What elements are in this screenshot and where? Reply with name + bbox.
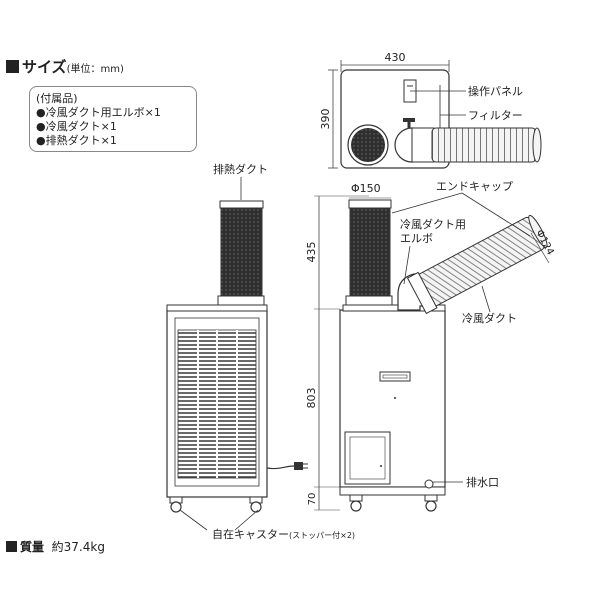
mass-label: 質量 — [20, 540, 45, 554]
accessory-item: ●排熱ダクト×1 — [36, 134, 117, 147]
caster-wheel — [350, 500, 362, 512]
body-height-label: 803 — [305, 388, 318, 409]
caster-label: 自在キャスター(ストッパー付×2) — [212, 528, 355, 541]
filter-label: フィルター — [468, 109, 523, 122]
front-view: 排熱ダクト 自在キャスター(ストッパー付×2) — [166, 162, 355, 541]
mass-value: 約37.4kg — [51, 540, 105, 554]
side-handle — [379, 371, 411, 382]
accessories-header: (付属品) — [36, 92, 78, 105]
width-dimension-label: 430 — [385, 51, 406, 64]
exhaust-diameter-label: Φ150 — [351, 182, 381, 195]
caster-wheel — [250, 501, 262, 513]
title-square-icon — [6, 60, 19, 73]
mass-line: 質量 約37.4kg — [6, 538, 105, 555]
accessory-item: ●冷風ダクト×1 — [36, 120, 117, 133]
caster-wheel — [425, 500, 437, 512]
top-view: 430 390 操作パネル フィルター — [319, 51, 542, 169]
title-text: サイズ — [22, 58, 67, 76]
end-cap-label: エンドキャップ — [436, 180, 513, 193]
exhaust-duct-side — [349, 207, 391, 297]
exhaust-duct-label: 排熱ダクト — [213, 162, 268, 176]
drain-label: 排水口 — [466, 475, 499, 489]
drain-port — [424, 479, 434, 489]
accessories-box: (付属品) ●冷風ダクト用エルボ×1 ●冷風ダクト×1 ●排熱ダクト×1 — [29, 86, 197, 152]
control-panel-label: 操作パネル — [468, 84, 523, 98]
side-view: 435 803 70 Φ150 — [305, 180, 556, 512]
mass-square-icon — [6, 541, 17, 552]
depth-dimension-label: 390 — [319, 109, 332, 130]
end-cap — [528, 214, 548, 248]
exhaust-duct-front — [220, 207, 263, 297]
title-unit: (単位：mm) — [66, 64, 124, 75]
elbow-label-line2: エルボ — [400, 232, 433, 245]
accessory-item: ●冷風ダクト用エルボ×1 — [36, 106, 161, 119]
cold-duct-top — [431, 127, 537, 163]
side-service-panel — [344, 431, 391, 485]
cold-duct-label: 冷風ダクト — [462, 311, 517, 325]
elbow-label-line1: 冷風ダクト用 — [400, 217, 466, 231]
duct-height-label: 435 — [305, 242, 318, 263]
page-title: サイズ(単位：mm) — [6, 56, 124, 77]
caster-height-label: 70 — [307, 493, 318, 506]
power-cord — [266, 465, 295, 470]
caster-wheel — [170, 501, 182, 513]
